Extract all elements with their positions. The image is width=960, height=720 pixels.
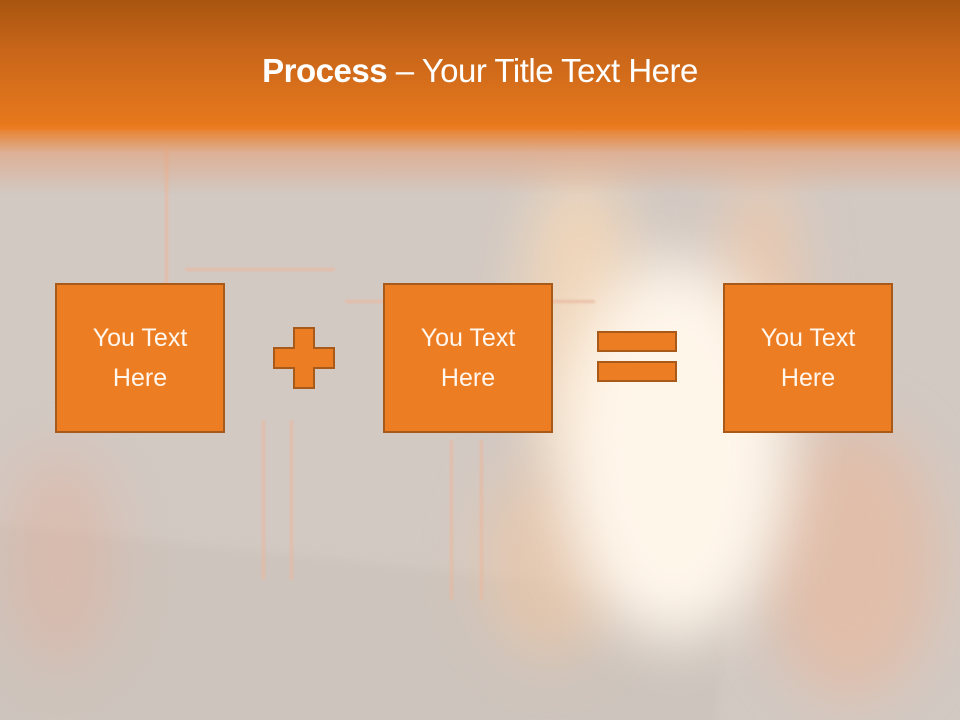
slide-title: Process – Your Title Text Here	[0, 52, 960, 90]
background-flame	[0, 450, 120, 670]
step-text-line2: Here	[112, 364, 168, 392]
process-step-text: You Text Here	[93, 318, 188, 398]
step-text-line1: You Text	[760, 324, 856, 352]
glass-stem	[480, 440, 483, 600]
equals-bar-bottom	[597, 361, 677, 382]
step-text-line1: You Text	[92, 324, 188, 352]
glass-stem	[290, 420, 293, 580]
slide-title-rest: – Your Title Text Here	[387, 52, 699, 89]
step-text-line1: You Text	[420, 324, 516, 352]
glass-stem	[262, 420, 265, 580]
title-bar	[0, 0, 960, 130]
glass-outline	[165, 150, 168, 290]
process-step-text: You Text Here	[761, 318, 856, 398]
process-step-2[interactable]: You Text Here	[383, 283, 553, 433]
step-text-line2: Here	[440, 364, 496, 392]
title-bar-fade	[0, 125, 960, 195]
background-flame	[760, 420, 940, 700]
process-step-text: You Text Here	[421, 318, 516, 398]
process-step-1[interactable]: You Text Here	[55, 283, 225, 433]
slide-title-bold: Process	[262, 52, 388, 89]
glass-stem	[450, 440, 453, 600]
equals-bar-top	[597, 331, 677, 352]
step-text-line2: Here	[780, 364, 836, 392]
glass-outline	[185, 268, 335, 271]
process-step-result[interactable]: You Text Here	[723, 283, 893, 433]
plus-icon	[273, 327, 335, 389]
